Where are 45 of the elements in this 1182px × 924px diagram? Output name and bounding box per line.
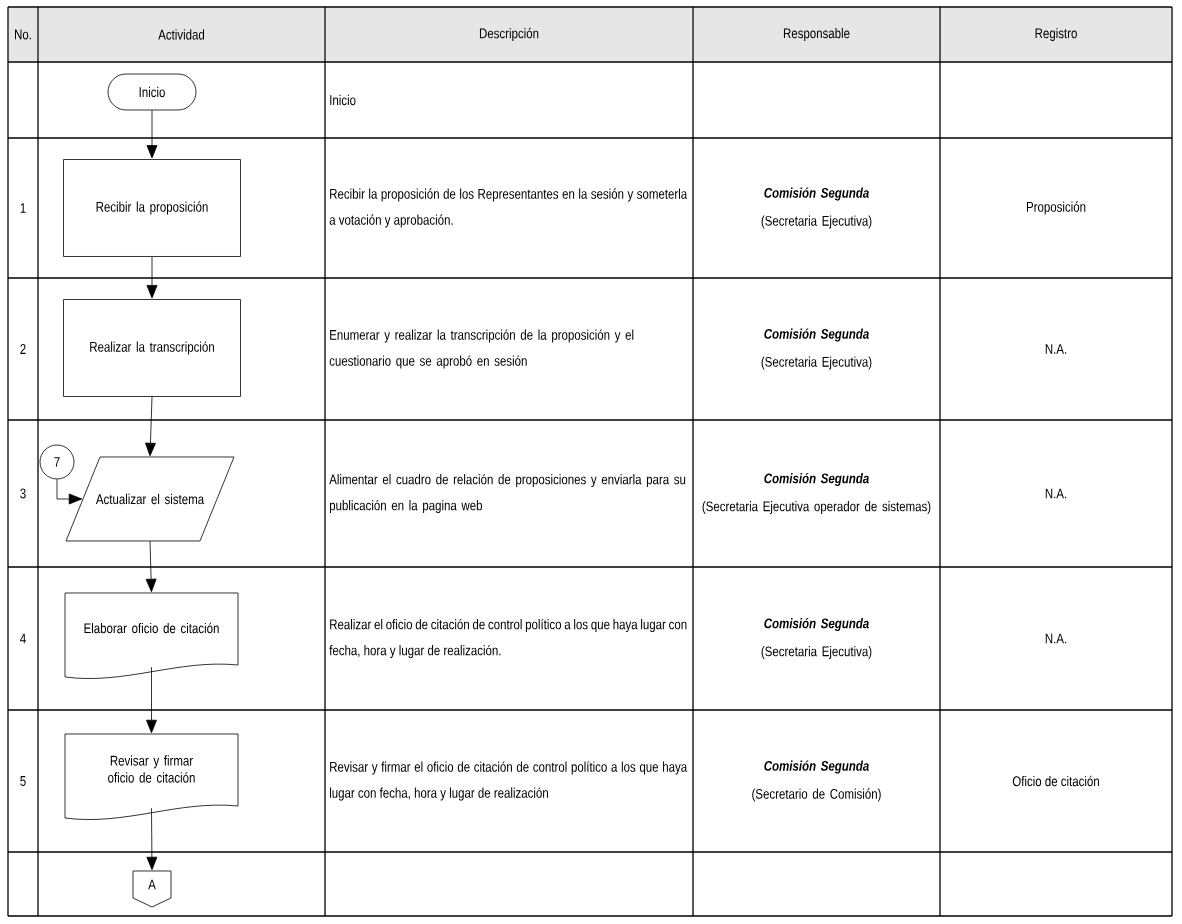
description-text: Recibir la proposición de los Representantes en la sesión y someterla a votación y aprobación. xyxy=(329,188,688,228)
step-number: 4 xyxy=(20,633,26,644)
process-box: Realizar la transcripción xyxy=(63,299,241,397)
column-header: Actividad xyxy=(39,8,324,61)
responsible-name: Comisión Segunda xyxy=(764,760,869,774)
responsible-role: (Secretario de Comisión) xyxy=(752,788,881,802)
arrow xyxy=(146,666,157,734)
description-text: Realizar el oficio de citación de control político a los que haya lugar con fecha, hora y lugar de realización. xyxy=(329,618,687,659)
responsible-name: Comisión Segunda xyxy=(764,472,869,487)
responsible-role: (Secretaria Ejecutiva) xyxy=(761,215,872,229)
arrow xyxy=(145,396,156,457)
description-text: Alimentar el cuadro de relación de proposiciones y enviarla para su publicación en la pagina web xyxy=(329,473,686,514)
step-number: 2 xyxy=(20,344,26,354)
record-text: N.A. xyxy=(1045,344,1067,354)
responsible-name: Comisión Segunda xyxy=(764,617,869,632)
record-text: N.A. xyxy=(1045,633,1067,644)
off-page-connector: A xyxy=(132,870,172,908)
arrow xyxy=(146,256,158,299)
column-header: Registro xyxy=(941,8,1171,61)
document-shape: Elaborar oficio de citación xyxy=(64,592,239,679)
document-shape: Revisar y firmar oficio de citación xyxy=(64,733,239,820)
description-text: Enumerar y realizar la transcripción de la proposición y el cuestionario que se aprobó en sesión xyxy=(329,329,634,369)
responsible-role: (Secretaria Ejecutiva) xyxy=(761,356,872,370)
arrow xyxy=(56,479,83,505)
responsible-role: (Secretaria Ejecutiva) xyxy=(761,646,872,660)
arrow xyxy=(146,110,158,159)
record-text: N.A. xyxy=(1045,488,1067,499)
responsible-role: (Secretaria Ejecutiva operador de sistemas) xyxy=(702,501,931,515)
description-text: Inicio xyxy=(330,94,356,106)
description-text: Revisar y firmar el oficio de citación de control político a los que haya lugar con fecha, hora y lugar de realización xyxy=(330,761,688,801)
process-box: Recibir la proposición xyxy=(63,159,241,257)
record-text: Oficio de citación xyxy=(1012,775,1099,787)
step-number: 5 xyxy=(20,776,26,786)
step-number: 1 xyxy=(20,203,26,213)
responsible-name: Comisión Segunda xyxy=(764,328,869,342)
responsible-name: Comisión Segunda xyxy=(764,187,869,201)
start-terminal: Inicio xyxy=(107,73,197,111)
column-header: Descripción xyxy=(326,8,692,61)
data-parallelogram: Actualizar el sistema xyxy=(65,456,235,542)
step-number: 3 xyxy=(20,488,26,499)
arrow xyxy=(146,807,158,871)
arrow xyxy=(145,540,157,593)
record-text: Proposición xyxy=(1026,201,1086,215)
column-header: Responsable xyxy=(694,8,939,61)
column-header: No. xyxy=(9,8,37,61)
